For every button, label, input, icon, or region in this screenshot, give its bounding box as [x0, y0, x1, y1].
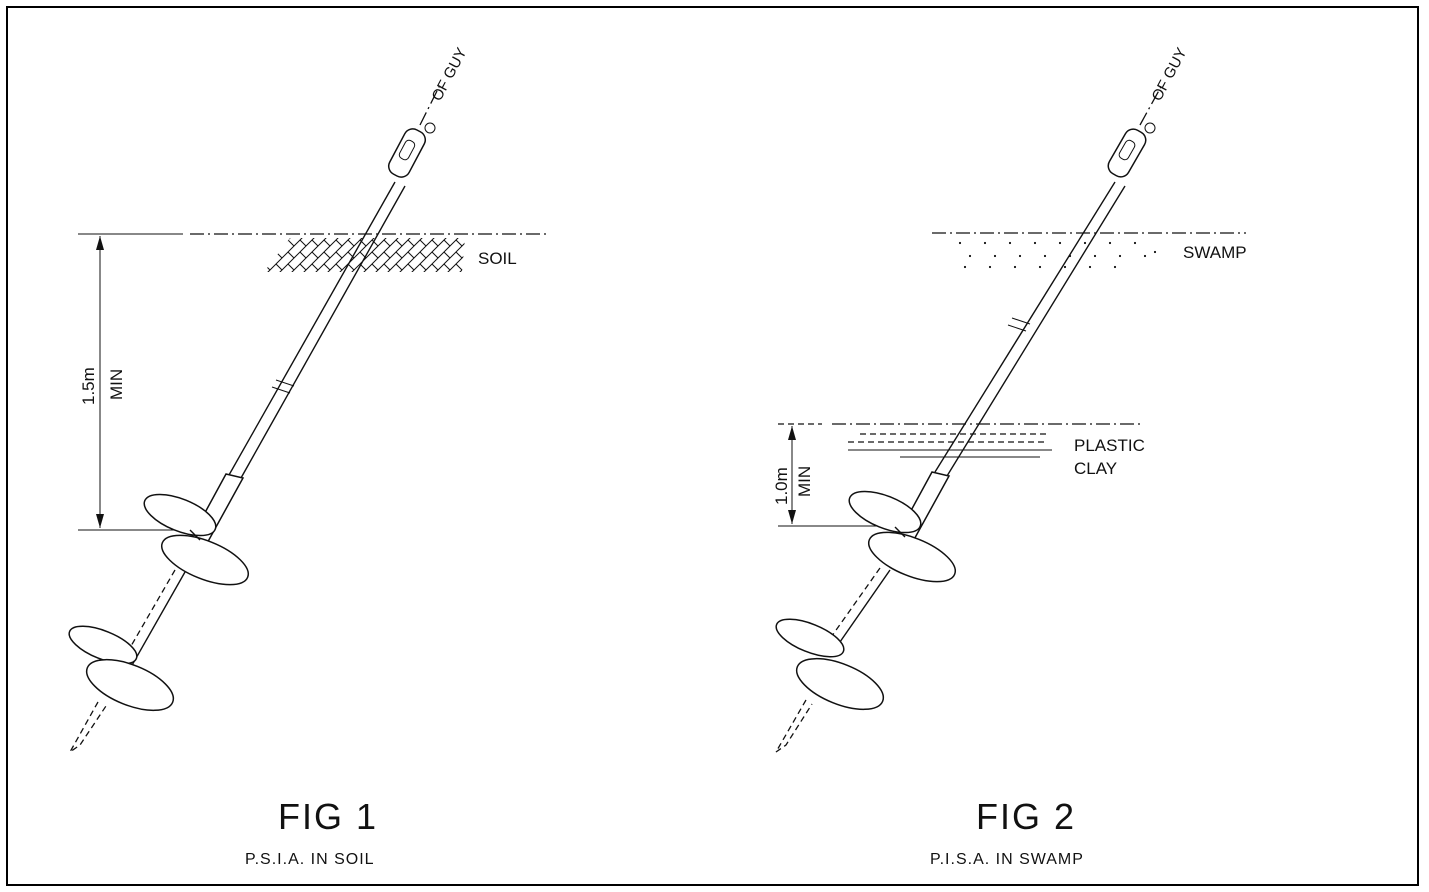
dimension-arrow-bottom — [788, 510, 796, 524]
anchor-rod-right — [240, 185, 406, 479]
figure-1: OF GUY SOIL 1.5m MIN FIG 1 P.S.I.A. IN S… — [68, 45, 548, 868]
fig-title: FIG 1 — [278, 796, 378, 837]
anchor-rod-left — [934, 181, 1116, 473]
anchor-eye-inner — [1118, 139, 1136, 161]
anchor-rod-right — [946, 185, 1126, 477]
dimension-value: 1.5m — [79, 367, 98, 405]
centreline-symbol — [1144, 122, 1156, 134]
helix-plate-upper-front — [161, 534, 249, 586]
helix-plate-upper-back — [143, 493, 217, 537]
helix-plate-upper-back — [848, 490, 922, 534]
break-mark — [271, 386, 291, 394]
soil-hatch — [264, 238, 465, 272]
break-mark — [275, 379, 295, 387]
helix-plate-lower-front — [85, 658, 175, 712]
figure-2: OF GUY SWAMP PLASTIC CLAY 1.0m MIN FIG 2… — [772, 45, 1247, 868]
swamp-dots — [958, 241, 1157, 269]
fig-title: FIG 2 — [976, 796, 1076, 837]
guy-centreline — [1139, 84, 1163, 126]
dimension-arrow-top — [96, 236, 104, 250]
drawing-frame — [6, 6, 1419, 886]
dimension-arrow-top — [788, 426, 796, 440]
anchor-eye — [1107, 128, 1147, 178]
anchor-rod-left — [228, 181, 396, 476]
pilot-point — [69, 701, 107, 753]
dimension-note: MIN — [107, 369, 126, 400]
anchor-eye-inner — [398, 139, 416, 161]
layer-label-plastic: PLASTIC — [1074, 436, 1145, 455]
centreline-symbol — [424, 122, 436, 134]
helix-plate-lower-back — [68, 625, 138, 665]
dimension-note: MIN — [795, 466, 814, 497]
lower-rod — [832, 569, 891, 653]
helix-weld — [894, 526, 906, 538]
anchor-eye — [387, 128, 427, 178]
dimension-arrow-bottom — [96, 514, 104, 528]
fig-caption: P.I.S.A. IN SWAMP — [930, 851, 1084, 868]
fig-caption: P.S.I.A. IN SOIL — [245, 851, 375, 868]
break-mark — [1007, 324, 1027, 332]
helix-plate-upper-front — [868, 531, 956, 583]
pilot-point — [775, 699, 813, 753]
break-mark — [1011, 317, 1031, 325]
guy-label: OF GUY — [429, 45, 471, 104]
guy-label: OF GUY — [1149, 45, 1191, 104]
guy-centreline — [419, 84, 441, 126]
layer-label-soil: SOIL — [478, 249, 517, 268]
layer-label-swamp: SWAMP — [1183, 243, 1247, 262]
dimension-value: 1.0m — [772, 467, 791, 505]
helix-plate-lower-back — [775, 618, 845, 658]
helix-plate-lower-front — [795, 657, 885, 711]
helix-weld — [189, 529, 201, 541]
layer-label-clay: CLAY — [1074, 459, 1117, 478]
